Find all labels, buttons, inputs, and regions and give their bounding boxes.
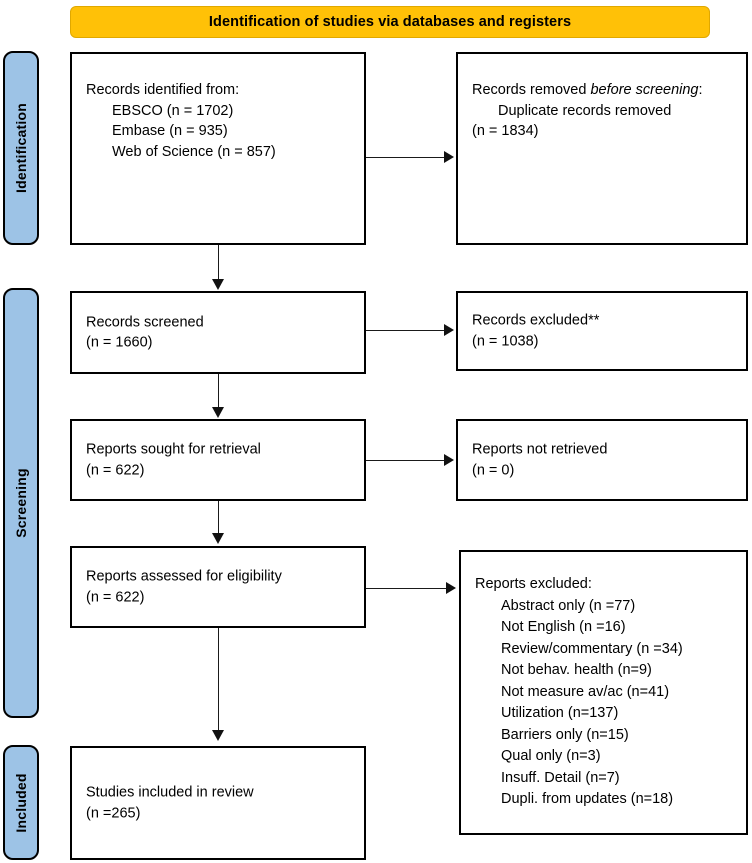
connector-sought-to-assessed bbox=[218, 501, 219, 533]
box-reports-sought: Reports sought for retrieval (n = 622) bbox=[70, 419, 366, 501]
stage-label-included: Included bbox=[13, 772, 29, 833]
arrowhead-screened-to-sought bbox=[212, 407, 224, 418]
records-removed-line2: Duplicate records removed bbox=[498, 102, 672, 119]
reports-assessed-label: Reports assessed for eligibility bbox=[86, 568, 282, 585]
connector-identified-to-removed bbox=[366, 157, 444, 158]
reports-excluded-reason-3: Not behav. health (n=9) bbox=[501, 662, 652, 678]
connector-identified-to-screened bbox=[218, 245, 219, 280]
box-records-removed: Records removed before screening: Duplica… bbox=[456, 52, 748, 245]
reports-excluded-reason-2: Review/commentary (n =34) bbox=[501, 640, 683, 657]
box-reports-not-retrieved: Reports not retrieved (n = 0) bbox=[456, 419, 748, 501]
arrowhead-assessed-to-included bbox=[212, 730, 224, 741]
box-reports-assessed: Reports assessed for eligibility (n = 622… bbox=[70, 546, 366, 628]
stage-bar-identification: Identification bbox=[3, 51, 39, 245]
diagram-title-text: Identification of studies via databases … bbox=[208, 14, 572, 30]
records-removed-line1a: Records removed bbox=[472, 82, 591, 98]
records-identified-source-0: EBSCO (n = 1702) bbox=[112, 102, 234, 119]
reports-excluded-title: Reports excluded: bbox=[475, 576, 592, 592]
stage-bar-included: Included bbox=[3, 745, 39, 860]
box-records-screened-text: Records screened (n = 1660) bbox=[86, 312, 356, 353]
connector-assessed-to-excluded bbox=[366, 588, 446, 589]
records-removed-line1b: : bbox=[698, 82, 703, 98]
box-reports-excluded: Reports excluded: Abstract only (n =77) No… bbox=[459, 550, 748, 835]
reports-excluded-reason-0: Abstract only (n =77) bbox=[501, 597, 636, 614]
arrowhead-identified-to-removed bbox=[444, 151, 454, 163]
box-records-removed-text: Records removed before screening: Duplica… bbox=[472, 80, 738, 142]
box-records-identified-text: Records identified from: EBSCO (n = 1702)… bbox=[86, 80, 356, 162]
records-identified-title: Records identified from: bbox=[86, 82, 240, 98]
reports-sought-count: (n = 622) bbox=[86, 462, 145, 478]
records-excluded-label: Records excluded** bbox=[472, 312, 600, 329]
box-reports-sought-text: Reports sought for retrieval (n = 622) bbox=[86, 440, 356, 481]
studies-included-count: (n =265) bbox=[86, 805, 141, 821]
records-identified-source-1: Embase (n = 935) bbox=[112, 123, 228, 139]
box-studies-included: Studies included in review (n =265) bbox=[70, 746, 366, 860]
reports-not-retrieved-count: (n = 0) bbox=[472, 462, 515, 478]
box-records-identified: Records identified from: EBSCO (n = 1702)… bbox=[70, 52, 366, 245]
box-records-excluded-text: Records excluded** (n = 1038) bbox=[472, 311, 738, 352]
arrowhead-sought-to-assessed bbox=[212, 533, 224, 544]
stage-bar-screening: Screening bbox=[3, 288, 39, 718]
reports-assessed-count: (n = 622) bbox=[86, 589, 145, 605]
reports-excluded-reason-6: Barriers only (n=15) bbox=[501, 726, 629, 743]
reports-not-retrieved-label: Reports not retrieved bbox=[472, 441, 608, 458]
stage-label-identification: Identification bbox=[13, 103, 29, 193]
records-removed-line3: (n = 1834) bbox=[472, 123, 539, 139]
stage-label-screening: Screening bbox=[13, 468, 29, 538]
reports-sought-label: Reports sought for retrieval bbox=[86, 441, 261, 458]
connector-assessed-to-included bbox=[218, 628, 219, 731]
diagram-title-banner: Identification of studies via databases … bbox=[70, 6, 710, 38]
records-screened-count: (n = 1660) bbox=[86, 334, 153, 351]
box-studies-included-text: Studies included in review (n =265) bbox=[86, 783, 356, 824]
box-reports-excluded-text: Reports excluded: Abstract only (n =77) No… bbox=[475, 574, 738, 811]
arrowhead-assessed-to-excluded bbox=[446, 582, 456, 594]
connector-screened-to-sought bbox=[218, 374, 219, 408]
arrowhead-screened-to-excluded bbox=[444, 324, 454, 336]
box-reports-not-retrieved-text: Reports not retrieved (n = 0) bbox=[472, 440, 738, 481]
box-records-screened: Records screened (n = 1660) bbox=[70, 291, 366, 374]
reports-excluded-reason-5: Utilization (n=137) bbox=[501, 705, 619, 721]
reports-excluded-reason-9: Dupli. from updates (n=18) bbox=[501, 791, 674, 807]
arrowhead-identified-to-screened bbox=[212, 279, 224, 290]
records-removed-line1-italic: before screening bbox=[590, 82, 699, 98]
reports-excluded-reason-7: Qual only (n=3) bbox=[501, 748, 601, 764]
records-excluded-count: (n = 1038) bbox=[472, 333, 539, 349]
reports-excluded-reason-8: Insuff. Detail (n=7) bbox=[501, 769, 620, 786]
arrowhead-sought-to-not-retrieved bbox=[444, 454, 454, 466]
box-reports-assessed-text: Reports assessed for eligibility (n = 622… bbox=[86, 567, 356, 608]
connector-sought-to-not-retrieved bbox=[366, 460, 444, 461]
reports-excluded-reason-1: Not English (n =16) bbox=[501, 619, 626, 635]
connector-screened-to-excluded bbox=[366, 330, 444, 331]
records-identified-source-2: Web of Science (n = 857) bbox=[112, 143, 276, 160]
reports-excluded-reason-4: Not measure av/ac (n=41) bbox=[501, 683, 670, 700]
records-screened-label: Records screened bbox=[86, 314, 204, 330]
box-records-excluded: Records excluded** (n = 1038) bbox=[456, 291, 748, 371]
studies-included-label: Studies included in review bbox=[86, 784, 254, 801]
